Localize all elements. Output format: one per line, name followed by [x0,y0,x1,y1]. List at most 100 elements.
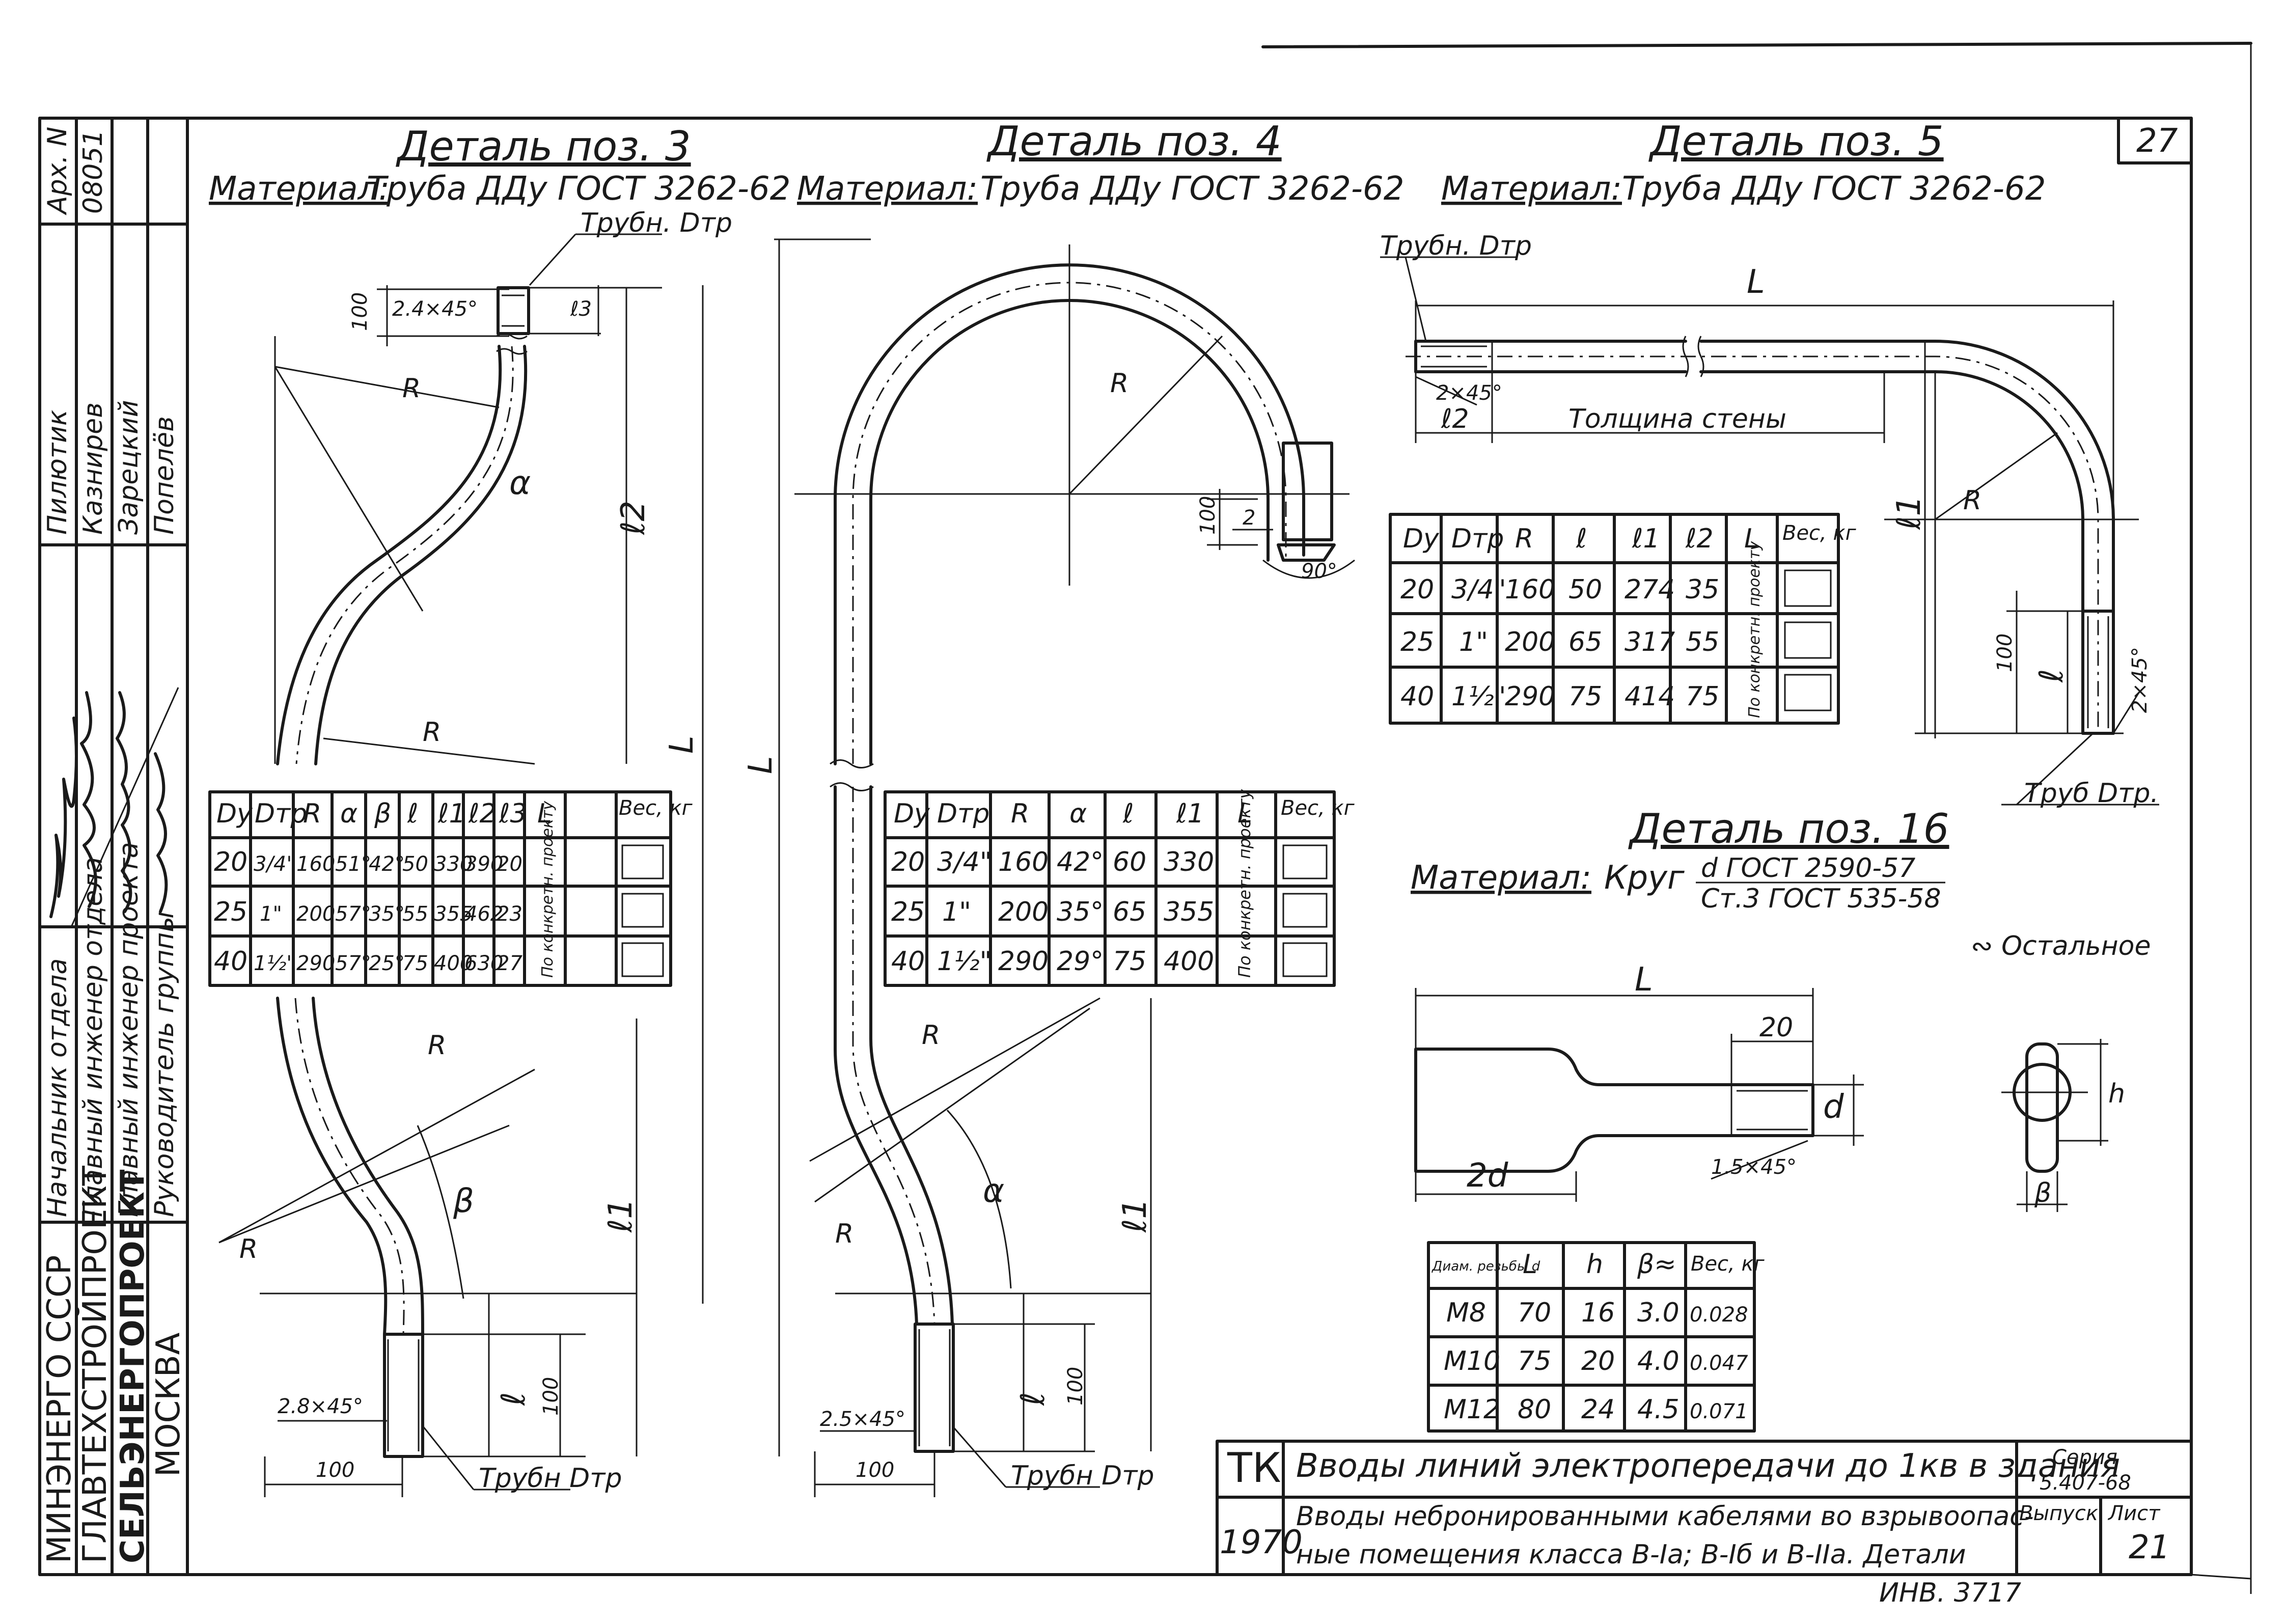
detail3-chamfer-bottom: 2.8×45° [278,1395,363,1418]
d4-h0: Dy [894,799,930,829]
detail16-L: L [1635,961,1653,999]
org-line-2: ГЛАВТЕХСТРОЙПРОЕКТ [75,1165,114,1563]
d16-r2c1: 80 [1518,1394,1551,1425]
d3-r1c5: 55 [402,902,428,926]
d16-r0c3: 3.0 [1637,1298,1680,1328]
detail5-dim100: 100 [1993,634,2017,672]
d5-h7: Вес, кг [1782,521,1857,545]
d4-r1c0: 25 [891,897,925,927]
detail5-l1: ℓ1 [1890,496,1928,530]
d3-h4: β [374,799,391,829]
d16-r1c3: 4.0 [1637,1346,1680,1377]
d5-r1c0: 25 [1400,627,1434,657]
detail3-top-pipe [276,345,502,765]
year: 1970 [1220,1524,1303,1561]
d3-r2c2: 290 [296,952,335,975]
d16-h1: L [1523,1249,1537,1280]
d4-h6: L [1237,799,1252,829]
role-4: Руководитель группы [149,912,180,1217]
detail5-chamfer-right: 2×45° [2128,647,2152,713]
detail3-material-label: Материал: [209,170,390,208]
detail-5: Деталь поз. 5 Материал: Труба ДДу ГОСТ 3… [1380,118,2159,809]
detail16-bolt [1414,1048,1814,1173]
sheet-number: 27 [2136,122,2178,160]
detail4-L: L [742,756,780,774]
detail5-pipe-top: Трубн. Dтр [1380,231,1532,261]
detail3-R-bottom: R [423,717,441,748]
d4-r2c1: 1½" [937,946,992,977]
d5-h6: L [1744,524,1759,554]
detail3-l2: ℓ2 [615,501,652,535]
org-line-1: МИНЭНЕРГО СССР [41,1255,78,1563]
d16-h3: β≈ [1637,1249,1676,1280]
name-1: Пилютик [42,409,73,535]
detail16-material-num: d ГОСТ 2590-57 [1701,853,1915,884]
detail5-pipe-bottom: Труб Dтр. [2024,778,2159,809]
d3-r0c0: 20 [214,847,247,877]
detail4-alpha: α [983,1172,1004,1210]
name-4: Попелёв [149,416,180,535]
d5-h2: R [1515,524,1533,554]
detail4-table: Dy Dтр R α ℓ ℓ1 L Вес, кг 20 3/4" 160 42… [884,789,1355,987]
d3-r1c1: 1" [260,902,282,926]
detail5-material: Труба ДДу ГОСТ 3262-62 [1622,170,2046,208]
detail5-table: Dy Dтр R ℓ ℓ1 ℓ2 L Вес, кг 20 3/4" 160 5… [1389,513,1857,725]
d16-r1c0: М10 [1444,1346,1500,1377]
d5-r1c3: 65 [1568,627,1602,657]
detail3-top-thread [497,286,530,335]
d4-r0c1: 3/4" [937,847,992,877]
d3-h7: ℓ2 [468,799,497,829]
d3-r2c3: 57° [335,952,371,975]
detail4-pipe: Трубн Dтр [1011,1461,1154,1491]
d3-h2: R [303,799,321,829]
detail5-material-label: Материал: [1441,170,1622,208]
detail4-two: 2 [1243,506,1255,530]
detail3-r-line-1 [274,366,500,408]
d4-r0c4: 60 [1113,847,1146,877]
d4-r1c4: 65 [1113,897,1146,927]
d4-r2c4: 75 [1113,946,1146,977]
archive-number: 08051 [78,130,108,214]
detail16-h: h [2108,1079,2125,1109]
d3-r0c3: 51° [335,852,371,876]
d16-r0c2: 16 [1581,1298,1615,1328]
detail4-dim100: 100 [1196,496,1220,535]
d4-r1c5: 355 [1164,897,1214,927]
d5-r2c5: 75 [1686,681,1719,712]
title-sub-2: ные помещения класса В-Iа; В-Iб и В-IIа.… [1296,1539,1966,1570]
detail16-side-view [2025,1042,2059,1173]
d5-r0c3: 50 [1568,574,1602,605]
detail-3: Деталь поз. 3 Материал: Труба ДДу ГОСТ 3… [208,123,790,1497]
detail3-chamfer-top: 2.4×45° [392,297,478,321]
d3-r0c8: 20 [497,852,522,876]
detail4-l: ℓ [1014,1392,1052,1406]
detail4-dim100-bottom: 100 [1064,1367,1087,1406]
d16-r0c4: 0.028 [1690,1303,1748,1327]
d5-r2c3: 75 [1568,681,1602,712]
title-sub-1: Вводы небронированными кабелями во взрыв… [1296,1501,2034,1532]
d3-h9: L [537,799,552,829]
signatures [49,687,179,927]
detail4-chamfer: 2.5×45° [820,1408,905,1431]
d4-r2c2: 290 [998,946,1049,977]
role-2: Главный инженер отдела [78,857,108,1217]
d4-h1: Dтр [937,799,989,829]
d4-r0c2: 160 [998,847,1049,877]
detail3-alpha: α [509,464,531,502]
bottom-title-block: ТК 1970 Вводы линий электропередачи до 1… [1216,1440,2193,1608]
d3-h3: α [340,799,357,829]
detail16-d: d [1823,1088,1844,1126]
detail5-left-thread [1415,340,1493,373]
d3-r0c4: 42° [369,852,405,876]
detail16-material-prefix: Круг [1604,859,1685,897]
detail3-R-b2: R [239,1234,258,1264]
d5-h3: ℓ [1576,524,1587,554]
d3-r2c8: 27 [497,952,522,975]
detail16-rest-note: ∾ Остальное [1971,931,2151,961]
detail16-table: Диам. резьбы d L h β≈ Вес, кг М8 70 16 3… [1427,1241,1765,1433]
name-3: Зарецкий [114,400,144,535]
name-2: Казнирев [78,402,108,535]
d4-h2: R [1011,799,1029,829]
detail4-title: Деталь поз. 4 [986,118,1282,165]
